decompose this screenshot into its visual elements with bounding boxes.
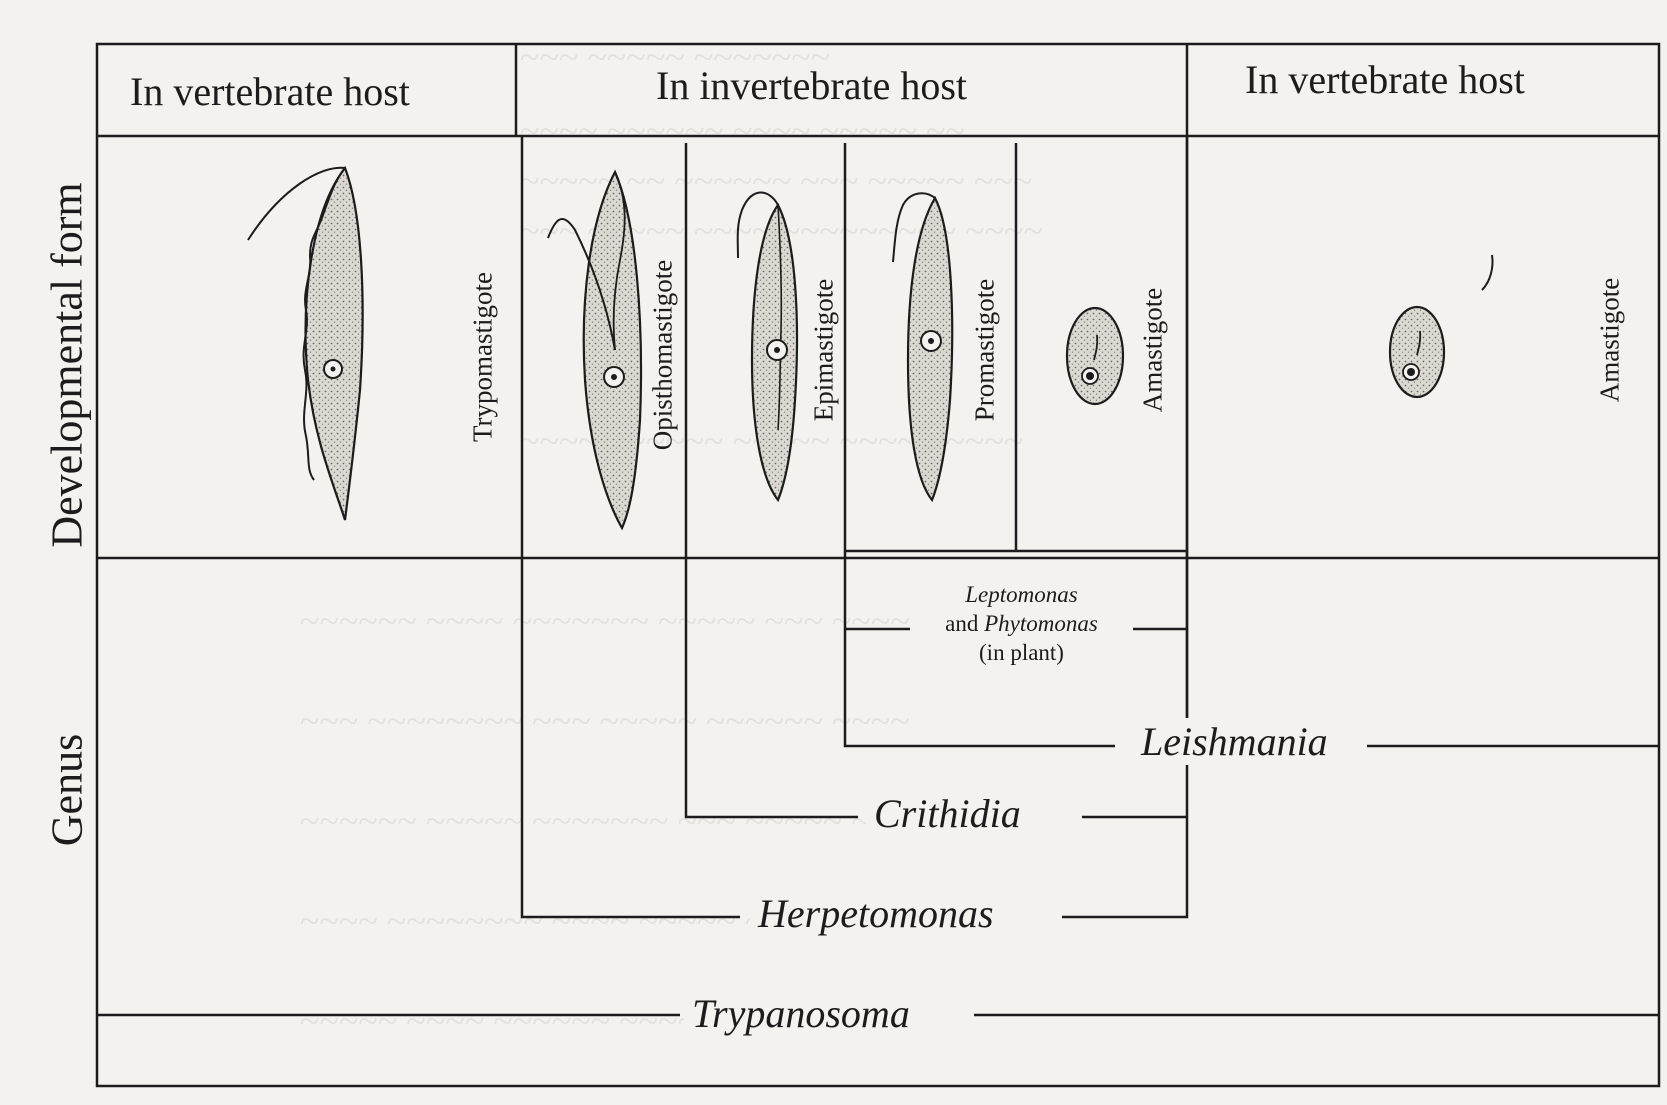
form-label-opisthomastigote: Opisthomastigote [648, 260, 679, 451]
opisthomastigote-drawing [548, 172, 641, 528]
amastigote-invertebrate-drawing [1067, 308, 1123, 404]
genus-label-herpetomonas: Herpetomonas [750, 890, 1002, 937]
header-vertebrate-right: In vertebrate host [1245, 56, 1525, 103]
genus-label-leishmania: Leishmania [1133, 718, 1336, 765]
genus-label-trypanosoma: Trypanosoma [684, 990, 918, 1037]
header-vertebrate-left: In vertebrate host [130, 68, 410, 115]
form-label-trypomastigote: Trypomastigote [468, 272, 499, 442]
row-label-genus: Genus [42, 734, 93, 846]
form-label-epimastigote: Epimastigote [809, 279, 840, 421]
promastigote-drawing [893, 193, 952, 500]
and-text: and [945, 611, 984, 636]
row-label-developmental-form: Developmental form [42, 182, 93, 547]
genus-label-leptomonas-phytomonas: Leptomonas and Phytomonas (in plant) [910, 580, 1133, 667]
genus-label-crithidia: Crithidia [866, 790, 1029, 837]
form-label-promastigote: Promastigote [970, 279, 1001, 422]
epimastigote-drawing [738, 193, 797, 501]
in-plant-note: (in plant) [910, 638, 1133, 667]
phytomonas-line: and Phytomonas [910, 609, 1133, 638]
herpetomonas-bracket-right [1062, 136, 1187, 917]
amastigote-vertebrate-drawing [1390, 307, 1444, 397]
form-label-amastigote-vertebrate: Amastigote [1595, 278, 1626, 402]
form-label-amastigote-invertebrate: Amastigote [1138, 288, 1169, 412]
stray-mark [1482, 255, 1493, 290]
phytomonas-name: Phytomonas [984, 611, 1098, 636]
header-invertebrate: In invertebrate host [656, 62, 967, 109]
leptomonas-name: Leptomonas [910, 580, 1133, 609]
trypomastigote-drawing [248, 168, 363, 520]
